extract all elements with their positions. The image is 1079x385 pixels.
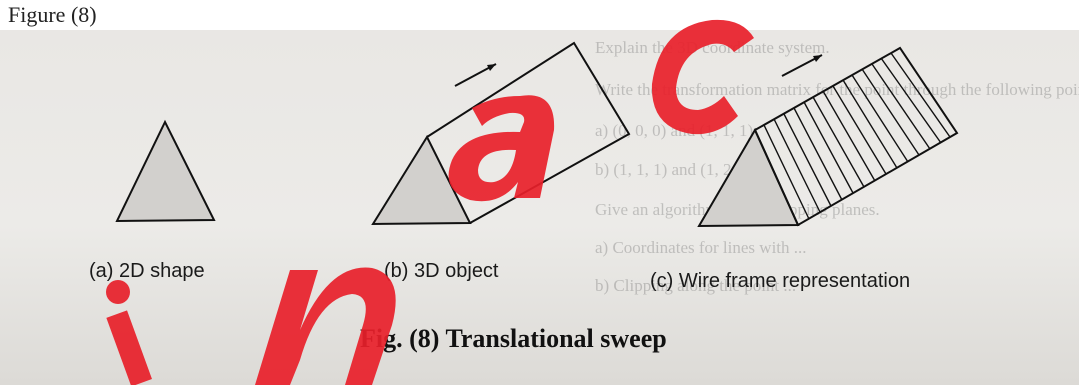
caption-3d-object: (b) 3D object (384, 260, 499, 282)
top-strip: Figure (8) (0, 0, 1079, 30)
bleed-line-7: b) Clipping along the point ... (595, 276, 797, 295)
caption-wire-frame: (c) Wire frame representation (650, 270, 911, 292)
bleed-line-4: b) (1, 1, 1) and (1, 2, 3) (595, 160, 755, 179)
triangle-2d (115, 119, 216, 223)
scanned-page: Explain the 3D coordinate system. Write … (0, 30, 1079, 385)
bleed-line-6: a) Coordinates for lines with ... (595, 238, 807, 257)
header-text: Figure (8) (8, 2, 97, 27)
prism-3d (371, 41, 631, 226)
caption-2d-shape: (a) 2D shape (89, 260, 205, 282)
figure-title: Fig. (8) Translational sweep (360, 324, 667, 353)
wireframe-prism (697, 46, 959, 228)
